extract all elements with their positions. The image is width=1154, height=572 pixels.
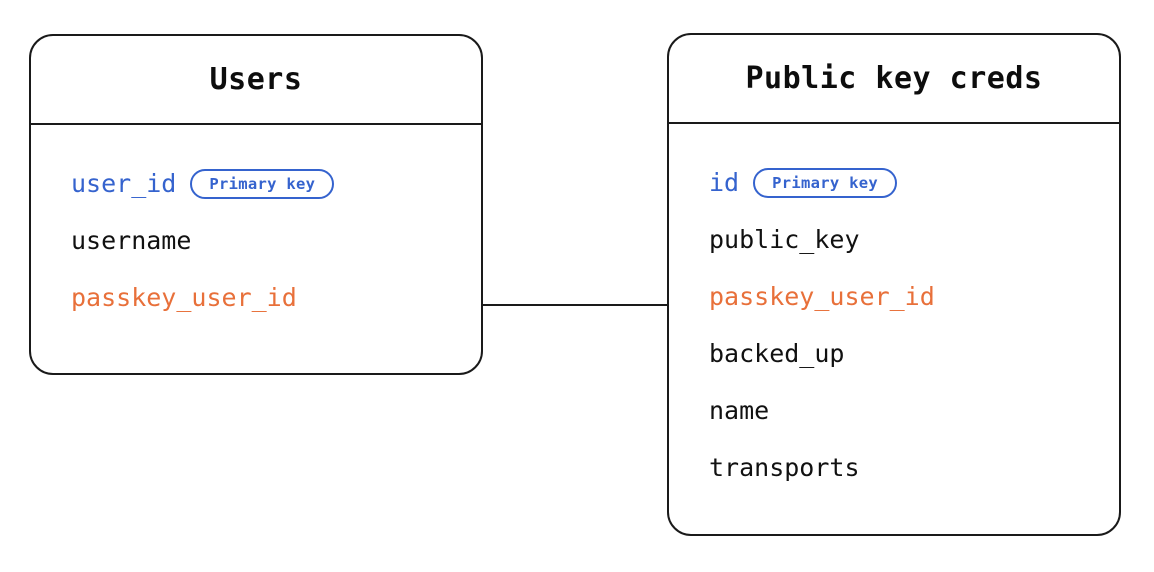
entity-public-key-creds[interactable]: Public key creds id Primary key public_k… <box>667 33 1121 536</box>
field-row[interactable]: backed_up <box>709 325 1119 382</box>
field-row[interactable]: username <box>71 212 481 269</box>
field-name-public-key: public_key <box>709 225 860 254</box>
field-name-transports: transports <box>709 453 860 482</box>
relationship-connector-passkey-user-id <box>481 304 669 306</box>
entity-users[interactable]: Users user_id Primary key username passk… <box>29 34 483 375</box>
entity-users-field-list: user_id Primary key username passkey_use… <box>31 125 481 326</box>
field-row[interactable]: id Primary key <box>709 154 1119 211</box>
field-row[interactable]: name <box>709 382 1119 439</box>
field-name-id: id <box>709 168 740 197</box>
field-name-user-id: user_id <box>71 169 177 198</box>
field-name-username: username <box>71 226 192 255</box>
entity-users-header: Users <box>31 36 481 125</box>
field-name-name: name <box>709 396 770 425</box>
entity-users-title: Users <box>209 62 303 97</box>
field-row[interactable]: passkey_user_id <box>71 269 481 326</box>
field-name-passkey-user-id: passkey_user_id <box>709 282 935 311</box>
primary-key-badge: Primary key <box>753 167 898 198</box>
field-row[interactable]: public_key <box>709 211 1119 268</box>
field-row[interactable]: transports <box>709 439 1119 496</box>
entity-public-key-creds-title: Public key creds <box>745 61 1043 96</box>
field-name-backed-up: backed_up <box>709 339 845 368</box>
field-name-passkey-user-id: passkey_user_id <box>71 283 297 312</box>
primary-key-badge: Primary key <box>190 168 335 199</box>
field-row[interactable]: user_id Primary key <box>71 155 481 212</box>
entity-public-key-creds-header: Public key creds <box>669 35 1119 124</box>
entity-public-key-creds-field-list: id Primary key public_key passkey_user_i… <box>669 124 1119 496</box>
field-row[interactable]: passkey_user_id <box>709 268 1119 325</box>
